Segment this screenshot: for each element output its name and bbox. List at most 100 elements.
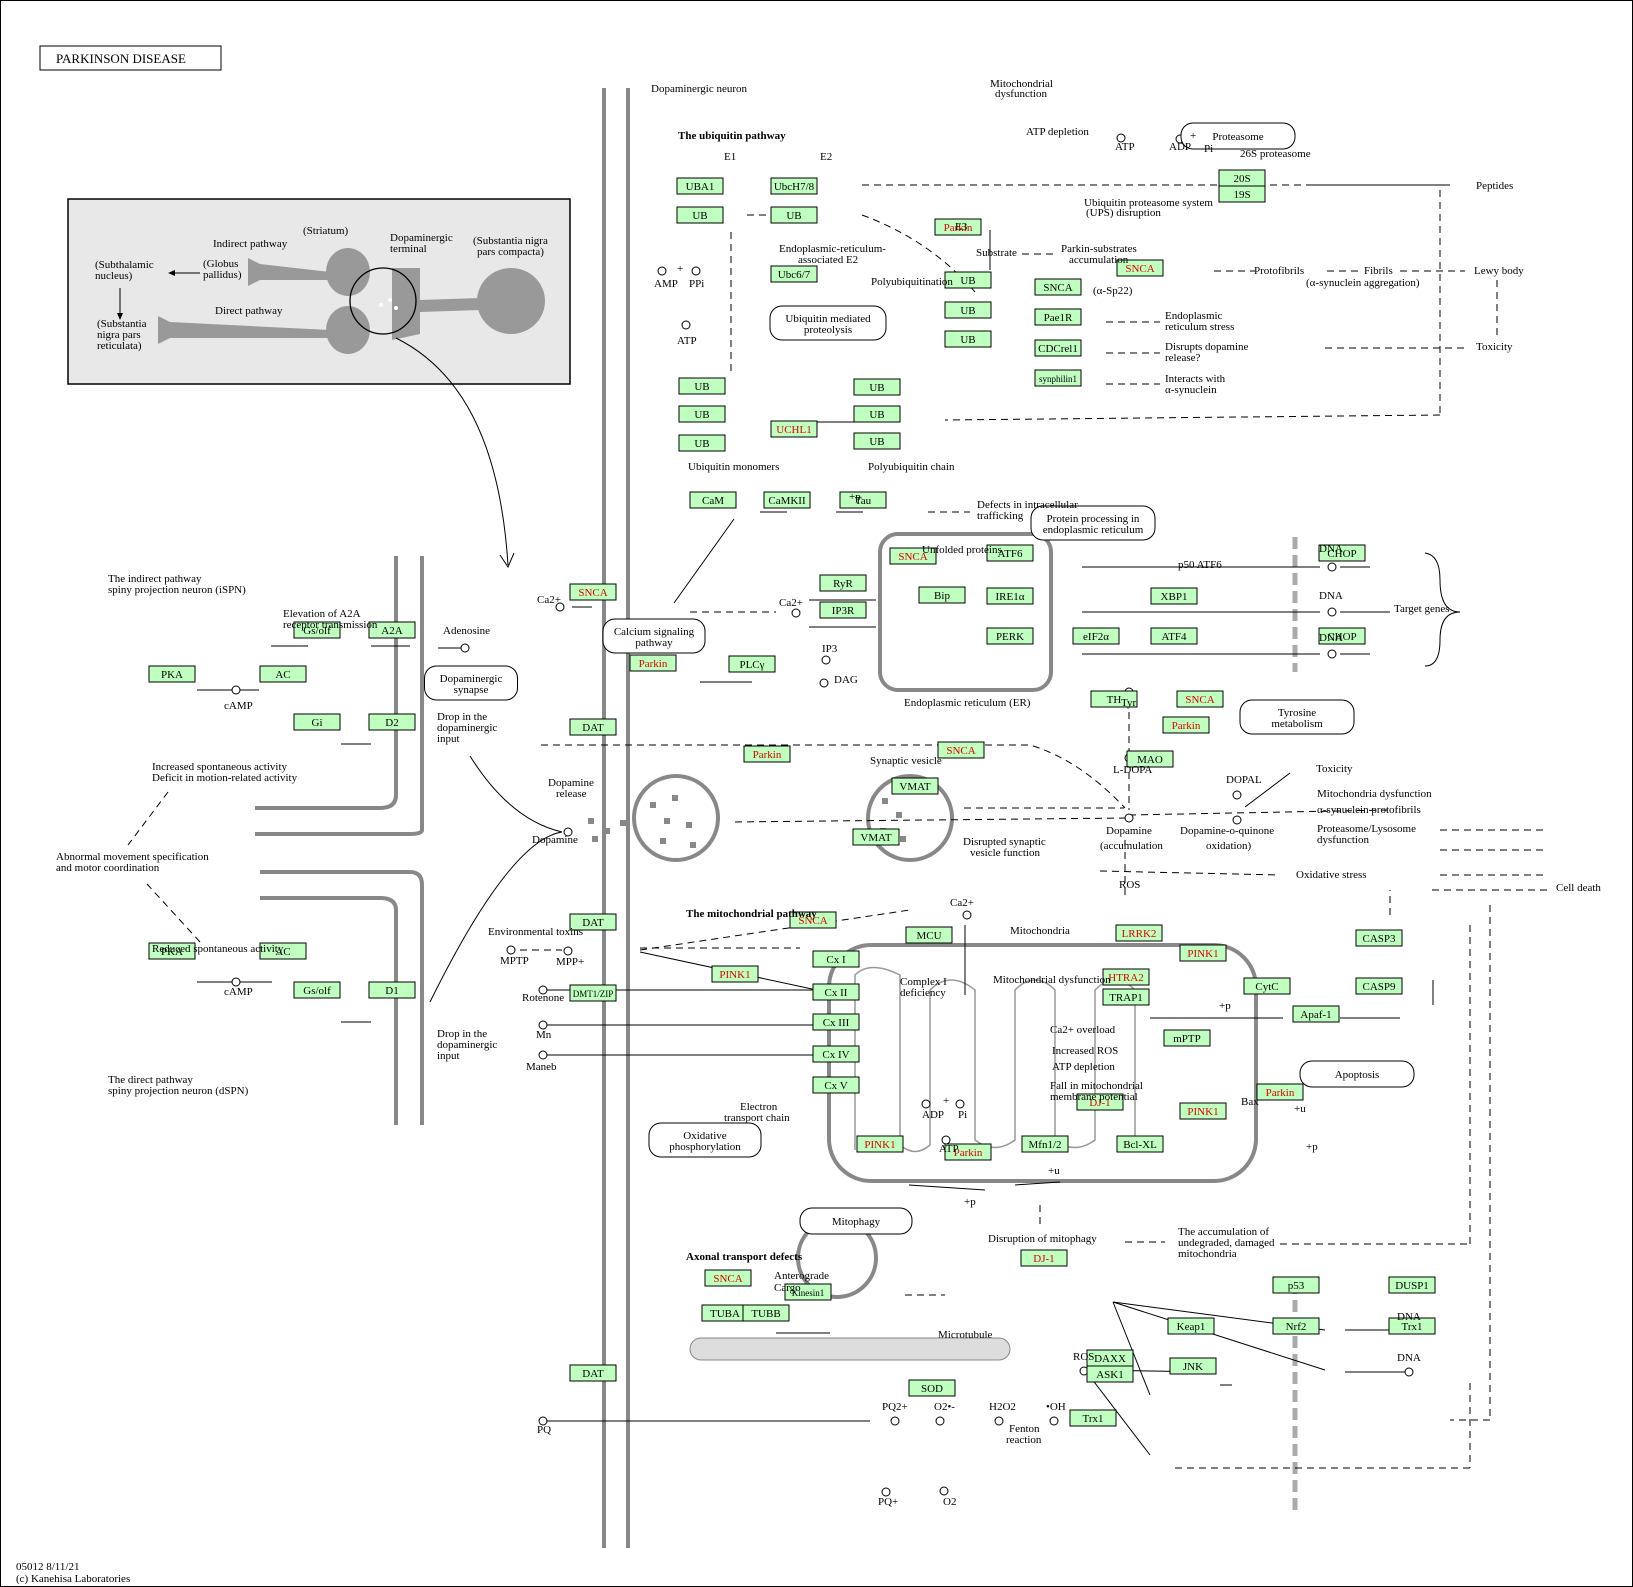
gene-box[interactable]: AC [259,942,307,960]
gene-box[interactable]: Kinesin1 [784,1283,832,1301]
gene-box[interactable]: CDCrel1 [1034,339,1082,357]
gene-box[interactable]: XBP1 [1150,587,1198,605]
gene-box[interactable]: UCHL1 [770,420,818,438]
gene-box[interactable]: CASP3 [1355,929,1403,947]
gene-box[interactable]: UB [944,330,992,348]
gene-box[interactable]: synphilin1 [1034,369,1082,387]
gene-box[interactable]: UB [678,405,726,423]
gene-box[interactable]: UB [770,206,818,224]
gene-box[interactable]: PINK1 [1179,944,1227,962]
gene-box[interactable]: SNCA [789,911,837,929]
gene-box[interactable]: ASK1 [1086,1365,1134,1383]
gene-box[interactable]: SNCA [1176,690,1224,708]
gene-box[interactable]: PINK1 [711,965,759,983]
gene-box[interactable]: SNCA [1034,278,1082,296]
gene-box[interactable]: Gi [293,713,341,731]
gene-box[interactable]: DUSP1 [1388,1276,1436,1294]
gene-box[interactable]: IP3R [819,601,867,619]
gene-box[interactable]: CHOP [1318,544,1366,562]
gene-box[interactable]: SNCA [704,1269,752,1287]
gene-box[interactable]: CaMKII [763,491,811,509]
gene-box[interactable]: VMAT [852,828,900,846]
gene-box[interactable]: UB [944,301,992,319]
gene-box[interactable]: VMAT [891,777,939,795]
gene-box[interactable]: A2A [368,621,416,639]
gene-box[interactable]: UB [853,405,901,423]
gene-box[interactable]: TH [1090,690,1138,708]
gene-box[interactable]: TRAP1 [1102,988,1150,1006]
gene-box[interactable]: Keap1 [1167,1317,1215,1335]
gene-box[interactable]: Parkin [743,745,791,763]
gene-box[interactable]: 19S [1218,185,1266,203]
gene-box[interactable]: DJ-1 [1020,1249,1068,1267]
gene-box[interactable]: Apaf-1 [1292,1005,1340,1023]
gene-box[interactable]: Gs/olf [293,621,341,639]
gene-box[interactable]: HTRA2 [1102,968,1150,986]
gene-box[interactable]: UB [853,378,901,396]
gene-box[interactable]: ATF6 [986,544,1034,562]
gene-box[interactable]: Bip [918,586,966,604]
gene-box[interactable]: TUBB [742,1304,790,1322]
gene-box[interactable]: Trx1 [1388,1317,1436,1335]
gene-box[interactable]: IRE1α [986,587,1034,605]
gene-box[interactable]: LRRK2 [1115,924,1163,942]
gene-box[interactable]: RyR [819,574,867,592]
gene-box[interactable]: Parkin [1256,1083,1304,1101]
gene-box[interactable]: Mfn1/2 [1021,1135,1069,1153]
gene-box[interactable]: UbcH7/8 [770,177,818,195]
gene-box[interactable]: Nrf2 [1272,1317,1320,1335]
gene-box[interactable]: Ubc6/7 [770,265,818,283]
gene-box[interactable]: D1 [368,981,416,999]
gene-box[interactable]: p53 [1272,1276,1320,1294]
gene-box[interactable]: Parkin [944,1143,992,1161]
gene-box[interactable]: PKA [148,665,196,683]
gene-box[interactable]: UB [678,434,726,452]
map-link-box[interactable]: Proteasome [1180,122,1296,150]
gene-box[interactable]: CaM [689,491,737,509]
gene-box[interactable]: CASP9 [1355,977,1403,995]
gene-box[interactable]: 20S [1218,169,1266,187]
gene-box[interactable]: UB [676,206,724,224]
gene-box[interactable]: UBA1 [676,177,724,195]
gene-box[interactable]: UB [678,377,726,395]
gene-box[interactable]: DAT [569,913,617,931]
map-link-box[interactable]: Apoptosis [1299,1060,1415,1088]
gene-box[interactable]: Parkin [1162,716,1210,734]
gene-box[interactable]: MCU [905,926,953,944]
gene-box[interactable]: PERK [986,627,1034,645]
gene-box[interactable]: Trx1 [1069,1409,1117,1427]
gene-box[interactable]: Cx V [812,1076,860,1094]
gene-box[interactable]: SNCA [569,583,617,601]
gene-box[interactable]: DAT [569,1364,617,1382]
gene-box[interactable]: SNCA [889,547,937,565]
gene-box[interactable]: Bcl-XL [1116,1135,1164,1153]
gene-box[interactable]: mPTP [1163,1029,1211,1047]
gene-box[interactable]: DAT [569,718,617,736]
gene-box[interactable]: Parkin [934,218,982,236]
gene-box[interactable]: DJ-1 [1076,1093,1124,1111]
gene-box[interactable]: Parkin [629,654,677,672]
gene-box[interactable]: SOD [908,1379,956,1397]
gene-box[interactable]: TUBA [701,1304,749,1322]
gene-box[interactable]: D2 [368,713,416,731]
gene-box[interactable]: Cx I [812,950,860,968]
map-link-box[interactable]: Mitophagy [799,1207,913,1235]
gene-box[interactable]: AC [259,665,307,683]
gene-box[interactable]: ATF4 [1150,627,1198,645]
gene-box[interactable]: PINK1 [1179,1102,1227,1120]
gene-box[interactable]: SNCA [1116,259,1164,277]
gene-box[interactable]: DMT1/ZIP [569,984,617,1002]
gene-box[interactable]: Gs/olf [293,981,341,999]
gene-box[interactable]: Pae1R [1034,308,1082,326]
gene-box[interactable]: eIF2α [1072,627,1120,645]
gene-box[interactable]: CytC [1243,977,1291,995]
gene-box[interactable]: JNK [1169,1357,1217,1375]
gene-box[interactable]: PKA [148,942,196,960]
gene-box[interactable]: UB [853,432,901,450]
